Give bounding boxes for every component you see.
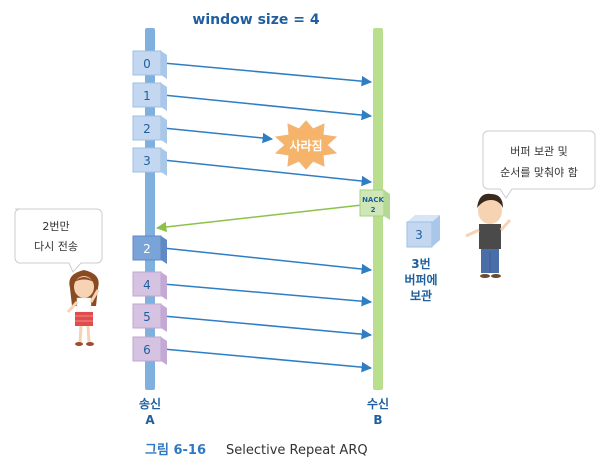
sender-label-line2: A (145, 413, 155, 427)
frame-label: 2 (143, 242, 151, 256)
speech-bubble-right: 버퍼 보관 및 순서를 맞춰야 함 (482, 130, 596, 199)
frame-arrows (162, 62, 373, 373)
frame-label: 0 (143, 57, 151, 71)
arrow-frame-2-lost (162, 127, 274, 144)
speech-bubble-left: 2번만 다시 전송 (14, 208, 103, 273)
frame-label: 6 (143, 343, 151, 357)
arrow-frame-3 (162, 159, 373, 187)
sender-frames: 0 1 2 3 2 4 5 (132, 50, 167, 365)
frame-box: 1 (132, 82, 167, 111)
frame-box: 6 (132, 336, 167, 365)
caption-text: Selective Repeat ARQ (226, 443, 368, 458)
frame-box-resend: 2 (132, 235, 167, 264)
buffer-note-line2: 버퍼에 (404, 272, 437, 287)
nack-number: 2 (371, 206, 376, 214)
receiver-label: 수신 B (367, 396, 389, 427)
frame-box: 2 (132, 115, 167, 144)
arrow-frame-2-resend (162, 247, 373, 275)
frame-box: 3 (132, 147, 167, 176)
arrow-frame-4 (162, 283, 373, 307)
frame-label: 5 (143, 310, 151, 324)
nack-box: NACK 2 (359, 189, 390, 220)
buffer-note: 3번 버퍼에 보관 (404, 256, 437, 303)
bubble-left-line1: 2번만 (42, 220, 69, 233)
buffer-note-line3: 보관 (410, 288, 432, 303)
arrow-frame-0 (162, 62, 373, 87)
arrow-frame-1 (162, 94, 373, 121)
frame-label: 4 (143, 278, 151, 292)
lost-label: 사라짐 (289, 138, 322, 153)
receiver-label-line1: 수신 (367, 396, 389, 411)
receiver-label-line2: B (373, 413, 382, 427)
figure-caption: 그림 6-16 Selective Repeat ARQ (145, 443, 368, 458)
boy-character-illustration (465, 193, 512, 278)
frame-box: 0 (132, 50, 167, 79)
frame-label: 1 (143, 89, 151, 103)
buffer-box-label: 3 (415, 228, 423, 242)
burst-shape (274, 120, 338, 170)
nack-arrow (155, 203, 372, 233)
bubble-right-line2: 순서를 맞춰야 함 (500, 166, 578, 179)
bubble-right-line1: 버퍼 보관 및 (510, 145, 568, 158)
bubble-left-line2: 다시 전송 (34, 240, 78, 253)
caption-figure-number: 그림 6-16 (145, 443, 206, 458)
window-size-title: window size = 4 (192, 12, 319, 28)
sender-timeline (145, 28, 155, 390)
buffer-box: 3 (406, 215, 440, 248)
buffer-note-line1: 3번 (411, 256, 430, 271)
nack-label: NACK (362, 196, 384, 204)
arrow-frame-6 (162, 348, 373, 373)
frame-box: 4 (132, 271, 167, 300)
girl-character-illustration (66, 270, 100, 346)
frame-label: 3 (143, 154, 151, 168)
frame-box: 5 (132, 303, 167, 332)
frame-label: 2 (143, 122, 151, 136)
sender-label: 송신 A (139, 396, 161, 427)
arrow-frame-5 (162, 315, 373, 340)
sender-label-line1: 송신 (139, 396, 161, 411)
lost-burst: 사라짐 (274, 120, 338, 170)
